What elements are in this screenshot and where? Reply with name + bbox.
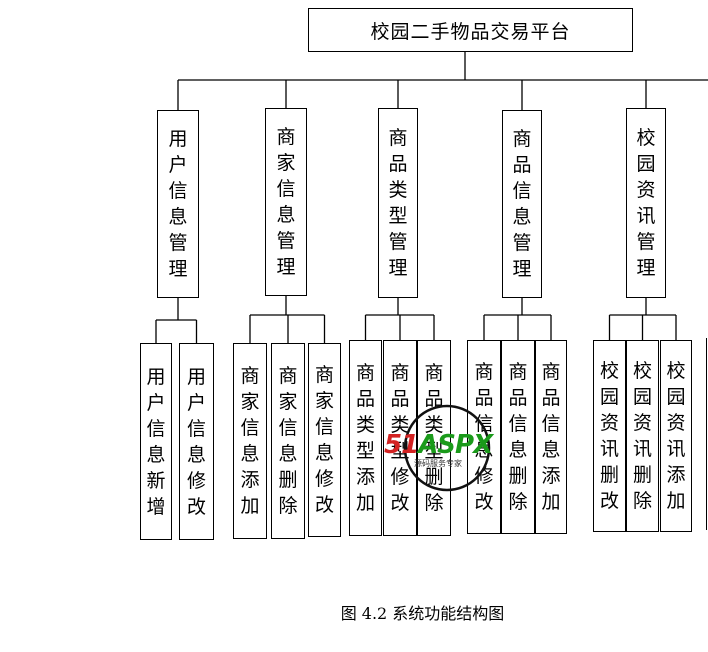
submodule-box-3-1-label: 商品类型添加 xyxy=(355,362,375,514)
submodule-box-3-3-label: 商品类型删除 xyxy=(424,362,444,514)
submodule-box-4-3: 商品信息添加 xyxy=(535,340,567,534)
module-box-3-label: 商品类型管理 xyxy=(388,127,408,279)
submodule-box-4-2-label: 商品信息删除 xyxy=(508,361,528,513)
submodule-box-1-1-label: 用户信息新增 xyxy=(146,365,166,518)
module-box-2: 商家信息管理 xyxy=(265,108,307,296)
watermark-logo xyxy=(403,404,491,492)
submodule-box-5-2: 校园资讯删除 xyxy=(626,340,659,532)
watermark-aspx: ASPX xyxy=(418,430,493,460)
submodule-box-2-2: 商家信息删除 xyxy=(271,343,305,539)
root-label: 校园二手物品交易平台 xyxy=(370,20,571,43)
watermark-51: 51 xyxy=(384,430,419,460)
module-box-3: 商品类型管理 xyxy=(378,108,418,298)
submodule-box-4-3-label: 商品信息添加 xyxy=(541,361,561,513)
submodule-box-5-1: 校园资讯删改 xyxy=(593,340,626,532)
submodule-box-1-2-label: 用户信息修改 xyxy=(186,365,206,518)
submodule-box-3-1: 商品类型添加 xyxy=(349,340,382,536)
watermark-subtext: 源码服务专家 xyxy=(414,459,462,468)
submodule-box-2-3-label: 商家信息修改 xyxy=(314,364,334,516)
submodule-box-1-1: 用户信息新增 xyxy=(140,343,172,540)
submodule-box-2-3: 商家信息修改 xyxy=(308,343,341,537)
module-box-2-label: 商家信息管理 xyxy=(276,126,296,278)
submodule-box-2-1: 商家信息添加 xyxy=(233,343,267,539)
root-node: 校园二手物品交易平台 xyxy=(308,8,633,52)
submodule-box-2-2-label: 商家信息删除 xyxy=(278,365,298,517)
submodule-box-4-2: 商品信息删除 xyxy=(501,340,535,534)
module-box-4-label: 商品信息管理 xyxy=(512,128,532,280)
module-box-1-label: 用户信息管理 xyxy=(168,128,188,280)
submodule-box-2-1-label: 商家信息添加 xyxy=(240,365,260,517)
submodule-box-5-3-label: 校园资讯添加 xyxy=(666,360,686,512)
submodule-box-3-3: 商品类型删除 xyxy=(417,340,451,536)
module-box-4: 商品信息管理 xyxy=(502,110,542,298)
clipped-box-edge xyxy=(706,338,708,530)
module-box-5-label: 校园资讯管理 xyxy=(636,127,656,279)
figure-caption: 图 4.2 系统功能结构图 xyxy=(340,604,505,623)
watermark-text: 51ASPX xyxy=(384,430,493,460)
module-box-1: 用户信息管理 xyxy=(157,110,199,298)
submodule-box-1-2: 用户信息修改 xyxy=(179,343,214,540)
submodule-box-5-2-label: 校园资讯删除 xyxy=(632,360,652,512)
submodule-box-5-3: 校园资讯添加 xyxy=(660,340,692,532)
submodule-box-5-1-label: 校园资讯删改 xyxy=(599,360,619,512)
module-box-5: 校园资讯管理 xyxy=(626,108,666,298)
